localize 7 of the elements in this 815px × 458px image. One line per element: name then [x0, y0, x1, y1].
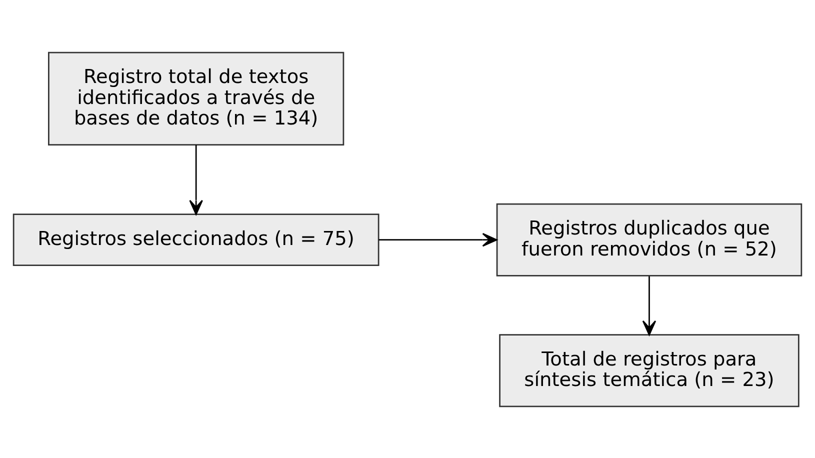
node-box: Registro total de textos identificados a través de bases de datos (n = 134): [48, 51, 344, 145]
arrow: [378, 232, 498, 246]
arrow: [189, 144, 203, 214]
node-box: Total de registros para síntesis temática (n = 23): [499, 334, 800, 407]
node-box: Registros seleccionados (n = 75): [12, 213, 380, 266]
arrow: [642, 276, 656, 335]
node-box: Registros duplicados que fueron removidos (n = 52): [496, 202, 802, 276]
